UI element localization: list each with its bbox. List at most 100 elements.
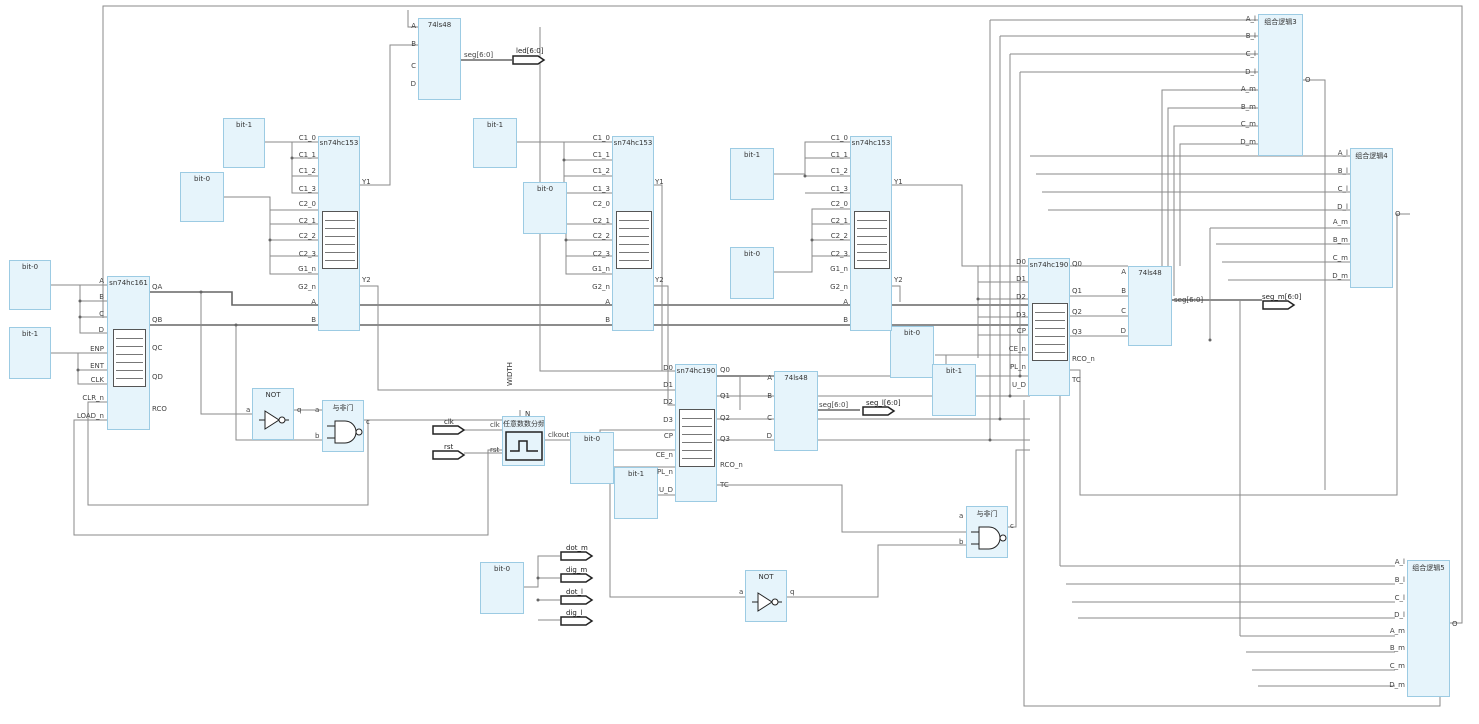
pin-q3: Q3 [720,435,730,443]
pin-seg: seg[6:0] [464,51,494,59]
chip-pinout-icon [322,211,358,269]
output-port-icon[interactable] [560,551,594,561]
pin-pl: PL_n [656,468,673,476]
pin-rco: RCO_n [1072,355,1095,363]
block-label: bit-0 [493,565,511,573]
pin-o: O [1395,210,1401,218]
not-gate-icon [259,410,289,430]
pin-d-l: D_l [1394,611,1405,619]
block-label: sn74hc190 [676,367,716,375]
input-port-icon[interactable] [432,425,466,435]
dig-m-port-label: dig_m [566,566,588,574]
pin-c1-1: C1_1 [592,151,610,159]
decoder-74ls48-3[interactable]: 74ls48 [1128,266,1172,346]
block-label: sn74hc153 [613,139,653,147]
pin-d1: D1 [1016,275,1026,283]
decoder-74ls48-2[interactable]: 74ls48 [774,371,818,451]
bit1-block-1[interactable]: bit-1 [9,327,51,379]
block-label: 74ls48 [427,21,452,29]
not-gate-2[interactable]: NOT [745,570,787,622]
counter-sn74hc190-1[interactable]: sn74hc190 [675,364,717,502]
pin-pl: PL_n [1009,363,1026,371]
pin-c-l: C_l [1245,50,1256,58]
combo-logic-4[interactable]: 组合逻辑4 [1350,148,1393,288]
combo-logic-3[interactable]: 组合逻辑3 [1258,14,1303,156]
bit1-block-6[interactable]: bit-1 [614,467,658,519]
pin-a-l: A_l [1337,149,1348,157]
not-gate-1[interactable]: NOT [252,388,294,440]
pin-c2-2: C2_2 [298,232,316,240]
bit0-block-1[interactable]: bit-0 [9,260,51,310]
nand-gate-2[interactable]: 与非门 [966,506,1008,558]
bit0-block-3[interactable]: bit-0 [523,182,567,234]
combo-logic-5[interactable]: 组合逻辑5 [1407,560,1450,697]
pin-g1: G1_n [830,265,848,273]
input-port-icon[interactable] [432,450,466,460]
output-port-icon[interactable] [1262,300,1296,310]
block-label: bit-1 [743,151,761,159]
output-port-icon[interactable] [862,406,896,416]
pin-o: O [1452,620,1458,628]
output-port-icon[interactable] [560,573,594,583]
pin-b: B [843,316,848,324]
pin-c1-3: C1_3 [298,185,316,193]
pin-d1: D1 [663,381,673,389]
pin-q1: Q1 [720,392,730,400]
bit0-block-5[interactable]: bit-0 [890,326,934,378]
clock-divider[interactable]: 任意数数分频器 [502,416,545,466]
pin-d3: D3 [663,416,673,424]
pin-b-l: B_l [1337,167,1348,175]
pin-c1-0: C1_0 [830,134,848,142]
bit0-block-7[interactable]: bit-0 [480,562,524,614]
block-label: 与非门 [332,404,354,412]
mux-sn74hc153-3[interactable]: sn74hc153 [850,136,892,331]
pin-c2-3: C2_3 [592,250,610,258]
output-port-icon[interactable] [512,55,546,65]
mux-sn74hc153-1[interactable]: sn74hc153 [318,136,360,331]
pin-c1-3: C1_3 [592,185,610,193]
bit1-block-3[interactable]: bit-1 [473,118,517,168]
block-label: NOT [265,391,281,399]
bit1-block-2[interactable]: bit-1 [223,118,265,168]
decoder-74ls48-1[interactable]: 74ls48 [418,18,461,100]
counter-sn74hc190-2[interactable]: sn74hc190 [1028,258,1070,396]
nand-gate-1[interactable]: 与非门 [322,400,364,452]
bit1-block-4[interactable]: bit-1 [730,148,774,200]
counter-sn74hc161[interactable]: sn74hc161 [107,276,150,430]
pin-c-l: C_l [1337,185,1348,193]
pin-a: a [315,406,320,414]
pin-d: D [410,80,416,88]
pin-b: B [605,316,610,324]
nand-gate-icon [327,420,363,444]
bit1-block-5[interactable]: bit-1 [932,364,976,416]
mux-sn74hc153-2[interactable]: sn74hc153 [612,136,654,331]
pin-q2: Q2 [720,414,730,422]
block-label: bit-0 [21,263,39,271]
output-port-icon[interactable] [560,616,594,626]
dot-l-port-label: dot_l [566,588,583,596]
bit0-block-4[interactable]: bit-0 [730,247,774,299]
pin-a: A [311,298,316,306]
pin-clk: CLK [90,376,104,384]
pin-qb: QB [152,316,163,324]
pin-y1: Y1 [894,178,903,186]
pin-c2-0: C2_0 [298,200,316,208]
pin-a: a [739,588,744,596]
chip-pinout-icon [679,409,715,467]
pin-enp: ENP [90,345,104,353]
chip-pinout-icon [616,211,652,269]
pin-c1-3: C1_3 [830,185,848,193]
pin-c: C [411,62,416,70]
n-param: N [525,410,531,418]
bit0-block-2[interactable]: bit-0 [180,172,224,222]
output-port-icon[interactable] [560,595,594,605]
pin-c1-2: C1_2 [592,167,610,175]
pin-c2-3: C2_3 [298,250,316,258]
bit0-block-6[interactable]: bit-0 [570,432,614,484]
pin-c: C [767,414,772,422]
pin-a-l: A_l [1394,558,1405,566]
block-label: sn74hc161 [109,279,148,287]
pin-rco: RCO_n [720,461,743,469]
not-gate-icon [752,592,782,612]
